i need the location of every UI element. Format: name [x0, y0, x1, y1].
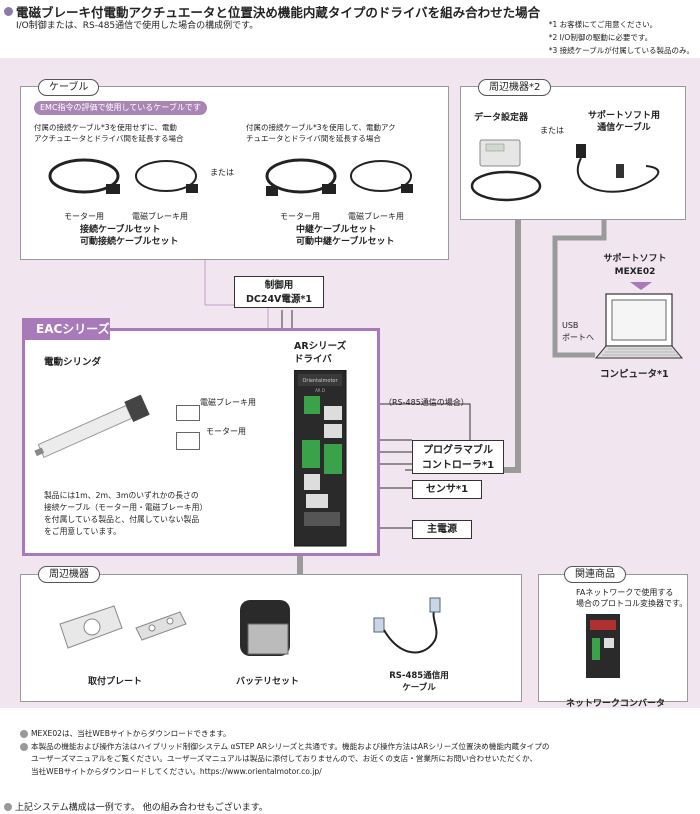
related-description: FAネットワークで使用する 場合のプロトコル変換器です。 — [576, 588, 688, 608]
battery-label: バッテリセット — [236, 677, 300, 687]
footnote-bullet-icon — [20, 730, 28, 738]
peripheral-or-label: または — [540, 126, 564, 135]
main-power-callout: 主電源 — [412, 520, 472, 539]
laptop-icon — [594, 293, 684, 359]
motor-connector — [176, 432, 200, 450]
note-1: *1 お客様にてご用意ください。 — [548, 20, 658, 29]
note-2: *2 I/O制御の駆動に必要です。 — [548, 33, 653, 42]
peripheral-bottom-tag: 周辺機器 — [38, 566, 100, 583]
right-cable-set: 中継ケーブルセット 可動中継ケーブルセット — [296, 225, 395, 247]
rs485-cable-label: RS-485通信用 ケーブル — [389, 671, 449, 693]
network-converter-icon — [586, 614, 620, 678]
brake-cable-right-icon — [350, 160, 413, 193]
cable-panel — [20, 86, 449, 260]
data-setter-label: データ設定器 — [474, 113, 529, 123]
motor-label-left: モーター用 — [64, 212, 104, 221]
driver-illustration: Orientalmotor AR D — [294, 370, 347, 547]
data-setter-icon — [470, 139, 542, 202]
footnotes: MEXE02は、当社WEBサイトからダウンロードできます。 本製品の機能および操… — [20, 728, 690, 778]
brake-cable-left-icon — [135, 160, 198, 193]
cable-right-desc: 付属の接続ケーブル*3を使用して、電動アク チュエータとドライバ間を延長する場合 — [246, 123, 396, 143]
footer-bullet-icon — [4, 802, 12, 811]
motor-line-label: モーター用 — [206, 427, 246, 436]
cable-or-label: または — [210, 168, 234, 177]
computer-illustration — [594, 282, 684, 359]
footer-note: 上記システム構成は一例です。 他の組み合わせもございます。 — [4, 800, 268, 813]
motor-cable-left-icon — [48, 158, 120, 194]
footnote-bullet-icon — [20, 742, 28, 751]
motor-cable-right-icon — [265, 158, 337, 196]
peripheral-top-illustrations — [470, 139, 660, 202]
eac-series-badge: EACシリーズ — [22, 318, 110, 340]
driver-brand-text: Orientalmotor — [302, 378, 338, 384]
rs485-note: （RS-485通信の場合） — [384, 398, 469, 407]
converter-illustration — [586, 614, 620, 678]
peripheral-bottom-illustrations — [59, 597, 441, 656]
dc24v-power-callout: 制御用 DC24V電源*1 — [234, 276, 324, 308]
brake-label-left: 電磁ブレーキ用 — [132, 212, 188, 221]
cable-panel-tag: ケーブル — [38, 79, 100, 96]
mounting-plate-icon — [59, 605, 187, 649]
cable-illustrations — [48, 158, 413, 196]
brake-label-right: 電磁ブレーキ用 — [348, 212, 404, 221]
converter-label: ネットワークコンバータ — [566, 699, 666, 709]
driver-label: ARシリーズ ドライバ — [294, 341, 347, 365]
brake-line-label: 電磁ブレーキ用 — [200, 398, 256, 407]
peripheral-top-tag: 周辺機器*2 — [478, 79, 552, 96]
driver-model-text: AR D — [315, 388, 325, 393]
support-software-label: サポートソフト MEXE02 — [603, 254, 667, 277]
left-cable-set: 接続ケーブルセット 可動接続ケーブルセット — [80, 225, 179, 247]
plc-callout: プログラマブル コントローラ*1 — [412, 440, 504, 474]
note-3: *3 接続ケーブルが付属している製品のみ。 — [548, 46, 694, 55]
emc-badge: EMC指令の評価で使用しているケーブルです — [34, 101, 207, 115]
cylinder-illustration — [34, 394, 150, 459]
support-cable-label: サポートソフト用 通信ケーブル — [587, 111, 660, 133]
page-subtitle: I/O制御または、RS-485通信で使用した場合の構成例です。 — [16, 21, 259, 31]
brake-connector — [176, 405, 200, 421]
motor-label-right: モーター用 — [280, 212, 320, 221]
related-products-tag: 関連商品 — [564, 566, 626, 583]
plate-label: 取付プレート — [88, 677, 143, 687]
battery-set-icon — [240, 600, 290, 656]
page-title: 電磁ブレーキ付電動アクチュエータと位置決め機能内蔵タイプのドライバを組み合わせた… — [4, 2, 540, 21]
support-cable-icon — [576, 144, 660, 193]
ar-driver-icon: Orientalmotor AR D — [294, 370, 347, 547]
computer-label: コンピュータ*1 — [600, 369, 669, 380]
cable-left-desc: 付属の接続ケーブル*3を使用せずに、電動 アクチュエータとドライバ間を延長する場… — [34, 123, 184, 143]
cylinder-label: 電動シリンダ — [44, 357, 102, 368]
arrow-down-icon — [630, 282, 652, 290]
sensor-callout: センサ*1 — [412, 480, 482, 499]
title-bullet-icon — [4, 7, 13, 16]
header-notes: *1 お客様にてご用意ください。 *2 I/O制御の駆動に必要です。 *3 接続… — [549, 18, 694, 57]
eac-description: 製品には1m、2m、3mのいずれかの長さの 接続ケーブル（モーター用・電磁ブレー… — [44, 491, 208, 536]
rs485-cable-icon — [373, 597, 441, 654]
usb-port-label: USB ポートへ — [562, 321, 594, 342]
electric-cylinder-icon — [34, 394, 150, 459]
